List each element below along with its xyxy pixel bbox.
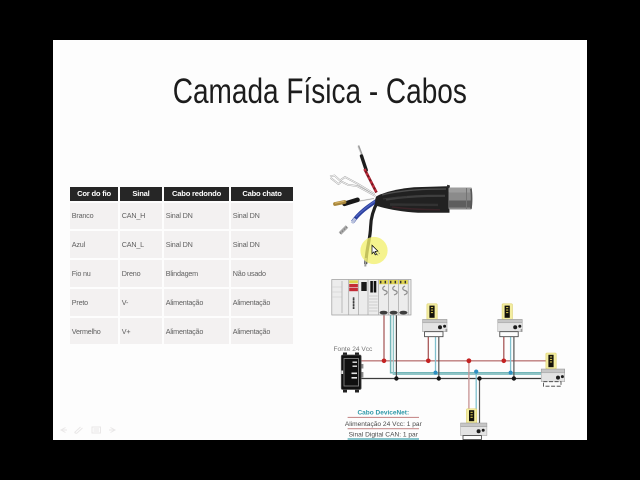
svg-text:Sinal Digital CAN: 1 par: Sinal Digital CAN: 1 par (349, 432, 419, 439)
svg-text:Fonte 24 Vcc: Fonte 24 Vcc (334, 346, 374, 353)
svg-text:Alimentação 24 Vcc: 1 par: Alimentação 24 Vcc: 1 par (345, 421, 423, 428)
svg-text:Cabo DeviceNet:: Cabo DeviceNet: (357, 410, 409, 417)
